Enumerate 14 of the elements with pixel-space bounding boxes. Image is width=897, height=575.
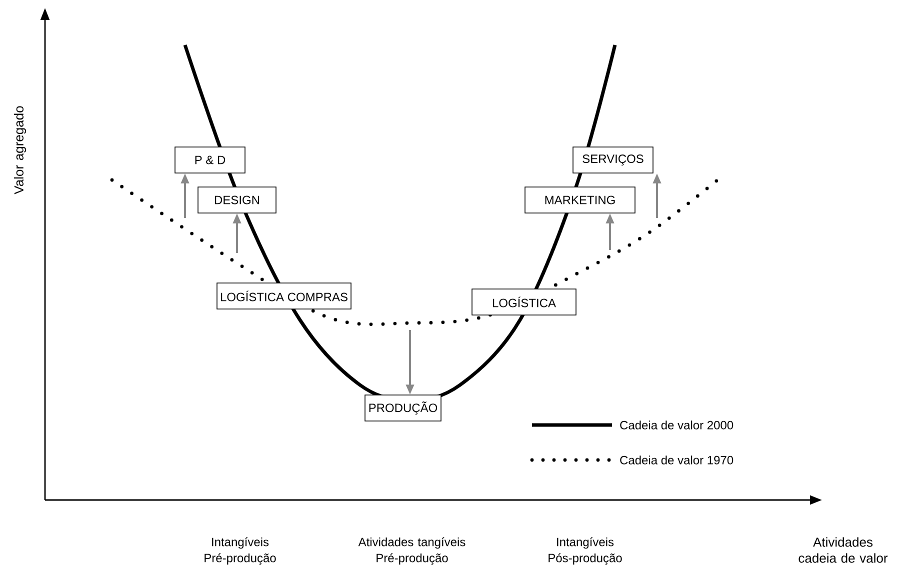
activity-box: LOGÍSTICA — [472, 288, 576, 316]
activity-box: LOGÍSTICA COMPRAS — [216, 282, 352, 310]
axis-label: Intangíveis Pré-produção — [204, 537, 276, 565]
axis-label: Atividades tangíveis Pré-produção — [358, 537, 466, 565]
legend-text: Cadeia de valor 2000 — [620, 420, 734, 430]
axis-label: Atividades cadeia de valor — [798, 537, 888, 563]
activity-box: DESIGN — [198, 186, 276, 214]
activity-box: SERVIÇOS — [572, 146, 654, 174]
axis-label: Valor agregado — [14, 106, 26, 194]
activity-box: P & D — [174, 146, 246, 174]
activity-box: MARKETING — [524, 186, 636, 214]
legend-text: Cadeia de valor 1970 — [620, 456, 734, 464]
activity-box: PRODUÇÃO — [364, 394, 442, 422]
axis-label: Intangíveis Pós-produção — [548, 537, 622, 565]
